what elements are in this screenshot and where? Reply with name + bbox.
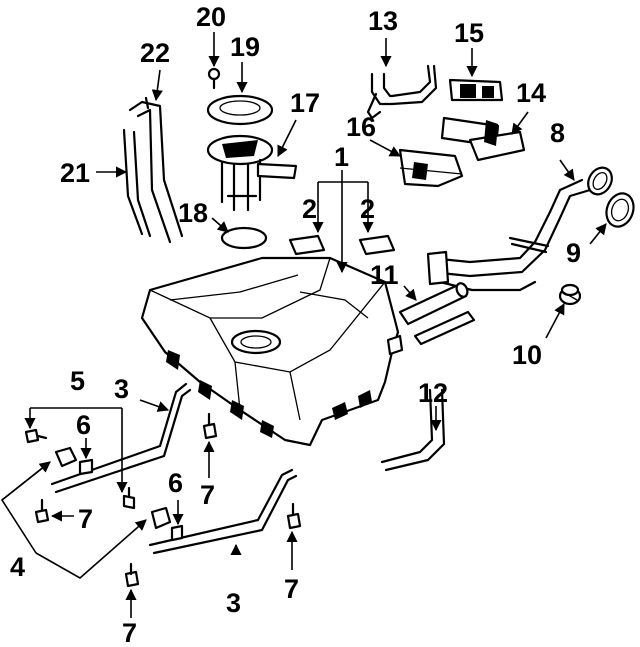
- tank-strap-lower: [148, 468, 298, 555]
- fuel-pump: [440, 116, 526, 162]
- retainer-clip-a: [78, 458, 94, 476]
- heat-shield-pad-a: [288, 234, 326, 256]
- callout-14: 14: [516, 78, 546, 108]
- filler-neck: [426, 166, 613, 292]
- fuel-pump-module: [206, 134, 298, 212]
- callout-16: 16: [346, 112, 376, 142]
- lock-ring: [206, 94, 274, 126]
- retainer-clip-b: [170, 524, 184, 542]
- fuel-lines: [122, 96, 184, 244]
- callout-13: 13: [368, 6, 398, 36]
- callout-3: 3: [114, 374, 129, 404]
- callout-17: 17: [290, 88, 320, 118]
- strap-bolt-a: [24, 428, 48, 444]
- callout-21: 21: [60, 158, 90, 188]
- tank-strap-upper: [50, 382, 192, 494]
- callout-5: 5: [70, 366, 85, 396]
- callout-2: 2: [302, 194, 317, 224]
- nut-upper: [202, 412, 218, 440]
- callout-6: 6: [76, 410, 91, 440]
- fuel-pump-seal: [220, 226, 268, 250]
- callout-labels: 1 2 2 3 3 4 5 6 6 7 7 7 7 8 9 10 11 12 1…: [10, 2, 581, 647]
- callout-6: 6: [168, 468, 183, 498]
- fuel-sender: [398, 148, 464, 188]
- fuel-pump-strainer: [448, 78, 504, 102]
- nut-right: [286, 502, 302, 530]
- fuel-cap: [558, 283, 582, 306]
- strap-bracket-b: [150, 506, 172, 530]
- strap-bolt-b: [122, 486, 136, 510]
- callout-18: 18: [178, 198, 208, 228]
- callout-20: 20: [196, 2, 226, 32]
- vent-hose: [380, 310, 476, 472]
- leader-lines: [0, 32, 607, 618]
- callout-15: 15: [454, 18, 484, 48]
- callout-7: 7: [200, 480, 215, 510]
- pump-module-bolt: [207, 67, 221, 90]
- callout-22: 22: [140, 38, 170, 68]
- filler-hose: [398, 282, 469, 326]
- nut-left: [34, 498, 50, 524]
- callout-9: 9: [566, 238, 581, 268]
- fuel-tank: [140, 256, 404, 447]
- filler-ring: [605, 192, 635, 228]
- strap-bracket-a: [54, 446, 78, 468]
- callout-11: 11: [370, 260, 399, 290]
- callout-1: 1: [334, 142, 349, 172]
- nut-bottom: [124, 562, 140, 588]
- callout-7: 7: [284, 574, 299, 604]
- callout-19: 19: [230, 32, 260, 62]
- callout-7: 7: [122, 618, 137, 647]
- callout-2: 2: [360, 194, 375, 224]
- callout-7: 7: [78, 504, 93, 534]
- vapor-hose: [366, 64, 438, 120]
- callout-3: 3: [226, 588, 241, 618]
- heat-shield-pad-b: [358, 234, 396, 256]
- callout-4: 4: [10, 552, 25, 582]
- callout-8: 8: [550, 118, 565, 148]
- callout-12: 12: [418, 378, 448, 408]
- callout-10: 10: [512, 340, 542, 370]
